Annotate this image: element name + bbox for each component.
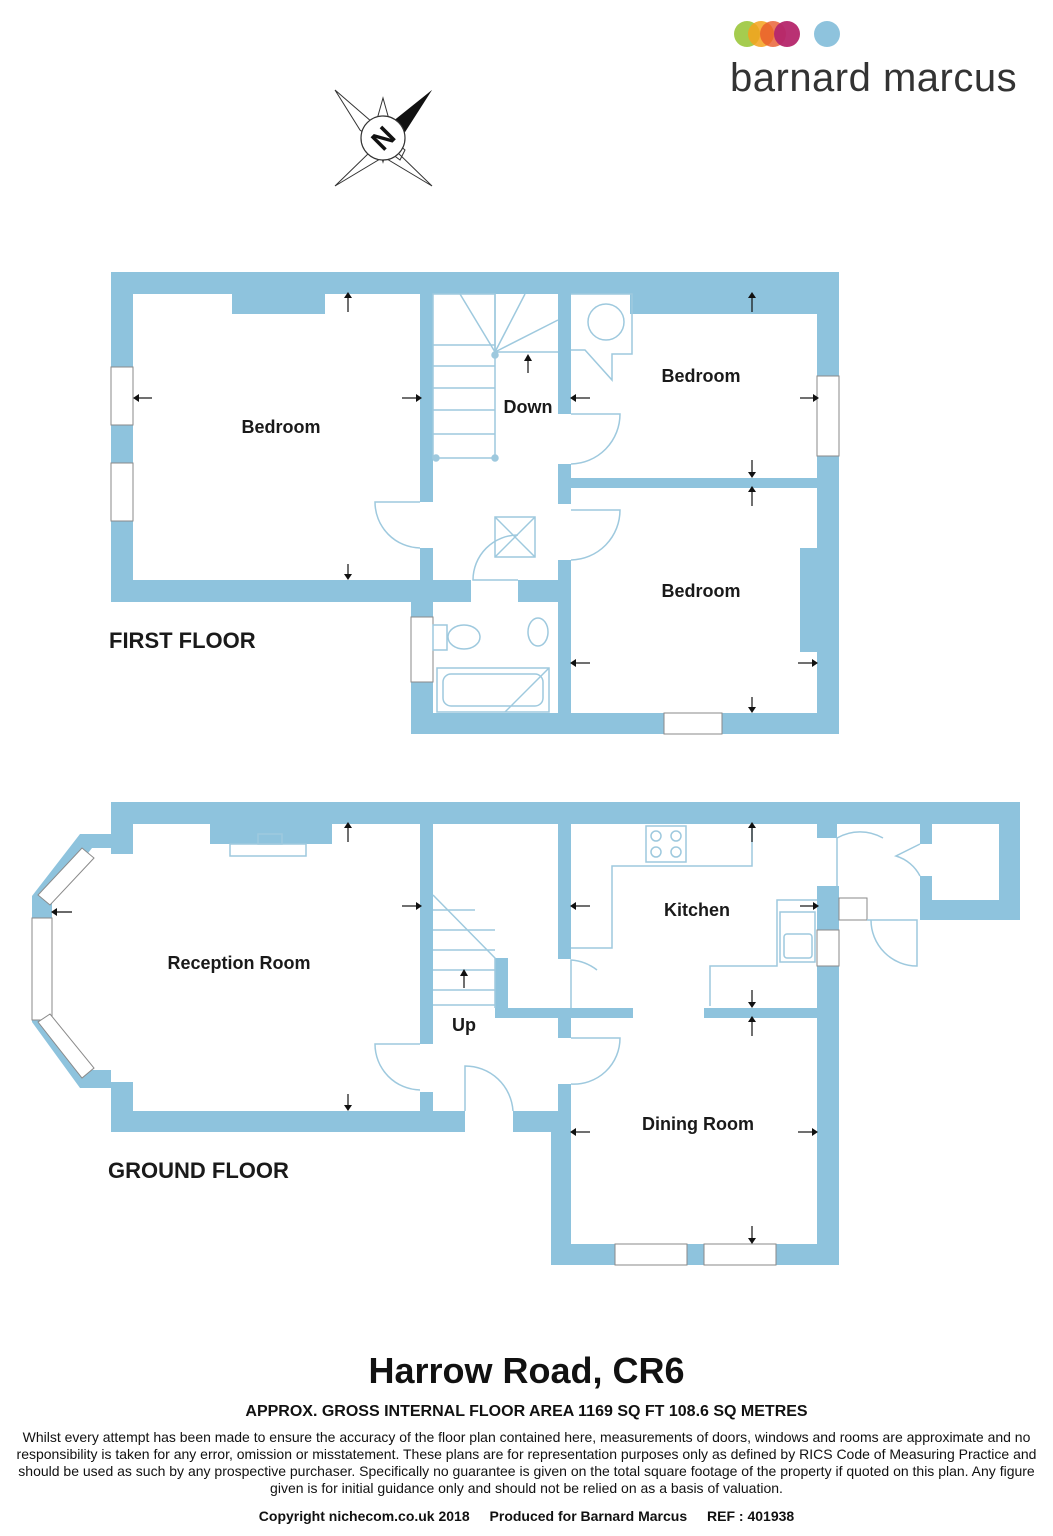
- stairs-up-label: Up: [452, 1015, 476, 1035]
- property-title: Harrow Road, CR6: [368, 1350, 685, 1391]
- logo-dot-4: [774, 21, 800, 47]
- copyright-text: Copyright nichecom.co.uk 2018: [258, 1508, 470, 1524]
- room-label-reception-room: Reception Room: [167, 953, 310, 973]
- footer: Copyright nichecom.co.uk 2018 Produced f…: [0, 1508, 1053, 1524]
- first-floor-label: FIRST FLOOR: [109, 628, 256, 653]
- room-label-bedroom-1: Bedroom: [241, 417, 320, 437]
- floor-plan: N: [31, 89, 1020, 1266]
- room-label-bedroom-3: Bedroom: [661, 581, 740, 601]
- room-label-kitchen: Kitchen: [664, 900, 730, 920]
- ground-floor-label: GROUND FLOOR: [108, 1158, 289, 1183]
- compass-icon: N: [334, 89, 433, 187]
- produced-for-text: Produced for Barnard Marcus: [489, 1508, 688, 1524]
- logo-dot-5: [814, 21, 840, 47]
- room-label-bedroom-2: Bedroom: [661, 366, 740, 386]
- ground-floor-plan: Reception Room Up Kitchen Dining Room GR…: [31, 802, 1020, 1266]
- stairs-down-label: Down: [504, 397, 553, 417]
- first-floor-dimension-arrows: [133, 292, 819, 713]
- brand-name: barnard marcus: [730, 56, 1018, 100]
- room-label-dining-room: Dining Room: [642, 1114, 754, 1134]
- brand-logo-dots: [733, 20, 853, 55]
- ground-floor-dimension-arrows: [51, 822, 819, 1244]
- first-floor-plan: Bedroom Down Bedroom Bedroom FIRST FLOOR: [109, 272, 840, 735]
- disclaimer-text: Whilst every attempt has been made to en…: [16, 1429, 1037, 1496]
- reference-number: REF : 401938: [707, 1508, 795, 1524]
- floor-area-text: APPROX. GROSS INTERNAL FLOOR AREA 1169 S…: [245, 1403, 808, 1420]
